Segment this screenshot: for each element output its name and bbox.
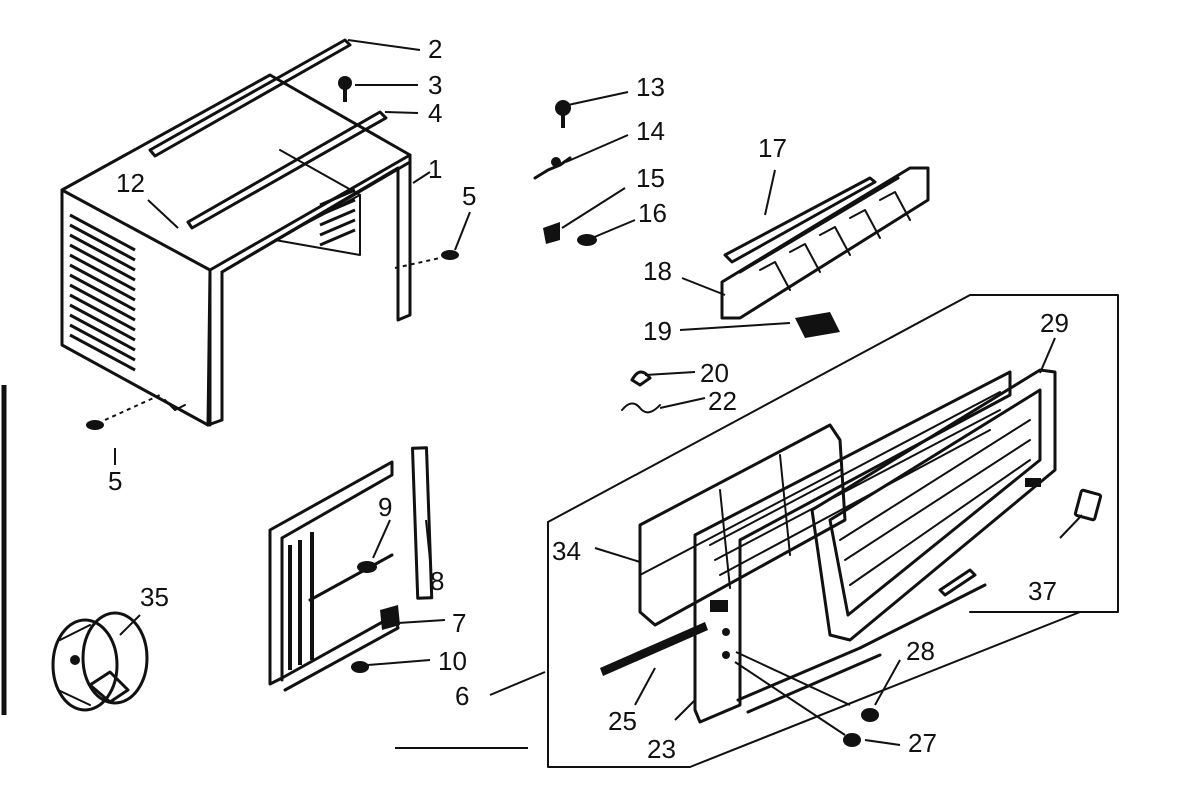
- callout-16: 16: [638, 198, 667, 228]
- callout-28: 28: [906, 636, 935, 666]
- callout-22: 22: [708, 386, 737, 416]
- part-35-illustration: [51, 611, 149, 712]
- callout-37: 37: [1028, 576, 1057, 606]
- callout-1: 1: [428, 154, 442, 184]
- callout-27: 27: [908, 728, 937, 758]
- callout-8: 8: [430, 566, 444, 596]
- hardware-illustration: [533, 100, 597, 246]
- leader-lines: [114, 39, 1083, 746]
- front-grille-illustration: [395, 294, 1119, 768]
- callout-15: 15: [636, 163, 665, 193]
- callout-5-left: 5: [108, 466, 122, 496]
- callout-20: 20: [700, 358, 729, 388]
- callout-29: 29: [1040, 308, 1069, 338]
- callout-12: 12: [116, 168, 145, 198]
- cabinet-illustration: [60, 38, 459, 430]
- callout-35: 35: [140, 582, 169, 612]
- callout-7: 7: [452, 608, 466, 638]
- callout-13: 13: [636, 72, 665, 102]
- callout-34: 34: [552, 536, 581, 566]
- part-22-illustration: [621, 402, 661, 414]
- callout-10: 10: [438, 646, 467, 676]
- side-curtain-illustration: [268, 446, 434, 692]
- callout-17: 17: [758, 133, 787, 163]
- callout-23: 23: [647, 734, 676, 764]
- callout-19: 19: [643, 316, 672, 346]
- louver-assembly-illustration: [720, 166, 930, 338]
- callout-5-right: 5: [462, 181, 476, 211]
- callout-18: 18: [643, 256, 672, 286]
- part-20-illustration: [630, 370, 652, 387]
- callout-2: 2: [428, 34, 442, 64]
- callout-9: 9: [378, 492, 392, 522]
- callout-3: 3: [428, 70, 442, 100]
- callout-6: 6: [455, 681, 469, 711]
- callout-4: 4: [428, 98, 442, 128]
- callout-25: 25: [608, 706, 637, 736]
- callout-14: 14: [636, 116, 665, 146]
